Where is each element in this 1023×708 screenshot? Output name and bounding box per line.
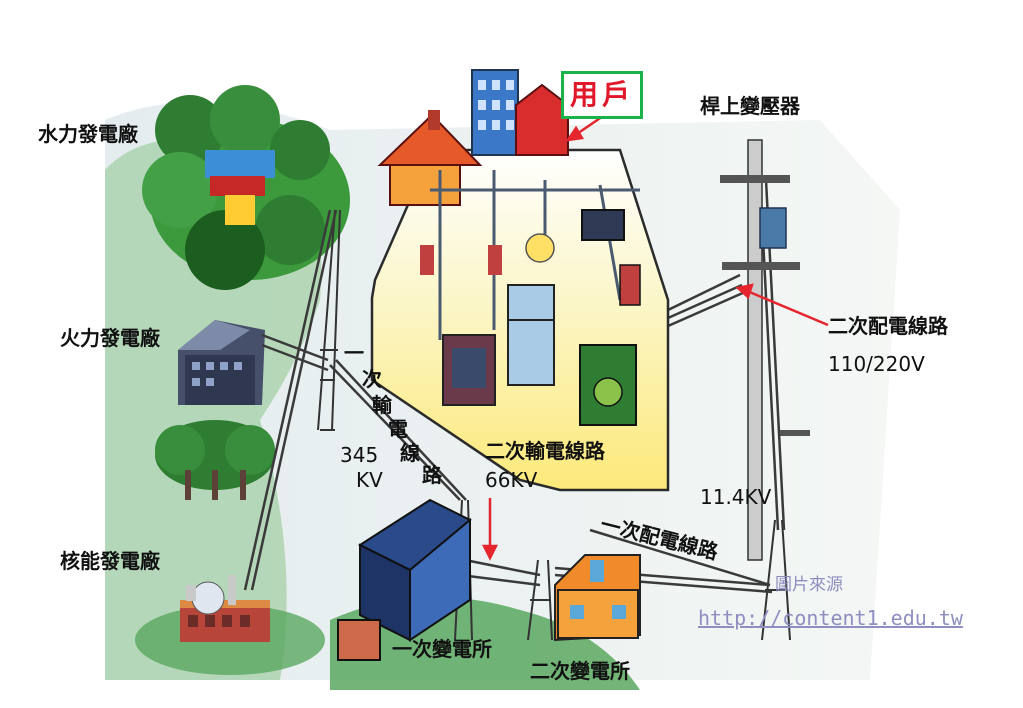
primary-transmission-char: 線 — [400, 441, 420, 465]
primary-distribution-voltage: 11.4KV — [700, 485, 772, 509]
pole-transformer-label: 桿上變壓器 — [700, 94, 800, 118]
nuclear-plant-label: 核能發電廠 — [60, 549, 160, 573]
secondary-substation — [554, 554, 641, 642]
primary-substation — [337, 498, 472, 661]
red-arrows — [481, 108, 829, 561]
primary-transmission-voltage: 345 — [340, 443, 379, 467]
primary-substation-label: 一次變電所 — [392, 637, 492, 661]
secondary-substation-label: 二次變電所 — [530, 659, 630, 683]
primary-transmission-char: 路 — [422, 463, 442, 487]
switch-box — [619, 264, 641, 306]
thermal-plant — [155, 320, 275, 500]
utility-pole — [720, 139, 810, 561]
thermal-plant-label: 火力發電廠 — [60, 326, 160, 350]
secondary-transmission-voltage: 66KV — [485, 468, 538, 492]
primary-transmission-char: 一 — [344, 341, 364, 365]
hydro-plant-label: 水力發電廠 — [38, 122, 138, 146]
source-caption: 圖片來源 — [775, 575, 843, 595]
primary-transmission-char: 輸 — [372, 393, 392, 417]
outlet-panel — [581, 209, 625, 241]
transmission-tower-4 — [761, 519, 791, 641]
primary-transmission-unit: KV — [356, 468, 383, 492]
meter-box-1 — [420, 245, 434, 275]
meter-box-2 — [488, 245, 502, 275]
secondary-distribution-voltage: 110/220V — [828, 352, 925, 376]
fridge-appliance — [507, 284, 555, 386]
hydro-plant — [142, 85, 350, 290]
primary-transmission-char: 電 — [388, 417, 408, 441]
primary-transmission-char: 次 — [362, 367, 382, 391]
secondary-transmission-label: 二次輸電線路 — [485, 439, 605, 463]
secondary-distribution-label: 二次配電線路 — [828, 314, 948, 338]
source-link[interactable]: http://content1.edu.tw — [698, 606, 963, 630]
lamp — [525, 233, 555, 263]
transmission-tower-1 — [317, 209, 341, 431]
user-label: 用戶 — [561, 71, 643, 119]
nuclear-plant — [180, 575, 270, 642]
user-house — [370, 69, 670, 492]
